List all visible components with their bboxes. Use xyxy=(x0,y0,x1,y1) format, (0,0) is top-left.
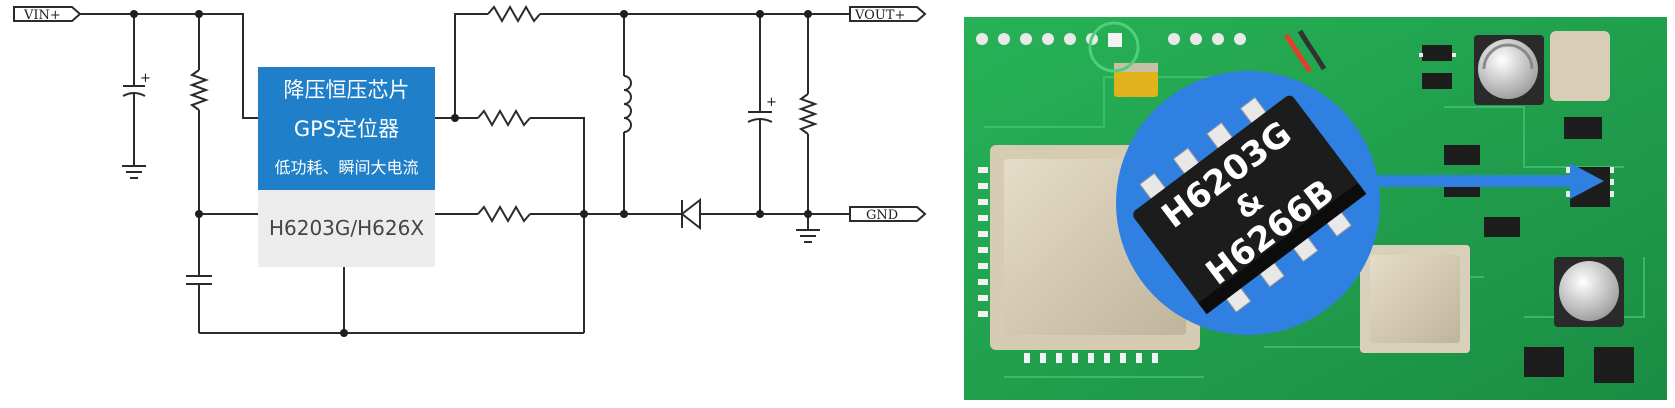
vout-port: VOUT+ xyxy=(849,6,927,23)
chip-subtitle: GPS定位器 xyxy=(293,117,400,141)
input-capacitor: + xyxy=(122,14,151,179)
pointer-arrow xyxy=(1344,163,1604,199)
output-capacitor: + xyxy=(747,14,777,214)
chip-features: 低功耗、瞬间大电流 xyxy=(274,158,419,177)
feedback-resistor-input xyxy=(186,14,212,333)
chip-badge: H6203G & H6266B xyxy=(1116,71,1380,335)
electrolytic-capacitors xyxy=(1474,31,1624,327)
series-resistor-middle xyxy=(477,204,531,224)
secondary-module xyxy=(1360,245,1470,353)
gnd-port: GND xyxy=(849,206,927,223)
via-row xyxy=(976,33,1246,45)
vout-label: VOUT+ xyxy=(854,8,905,23)
output-resistor xyxy=(796,14,820,243)
series-resistor-upper xyxy=(477,108,531,128)
schottky-diode xyxy=(680,197,701,231)
vin-rail xyxy=(80,13,258,119)
svg-text:+: + xyxy=(140,71,151,86)
chip-part-number: H6203G/H626X xyxy=(258,190,435,267)
gnd-label: GND xyxy=(866,208,898,223)
inductor xyxy=(623,14,632,214)
converter-chip-block: 降压恒压芯片 GPS定位器 低功耗、瞬间大电流 H6203G/H626X xyxy=(258,67,435,267)
circuit-schematic: VIN+ + GND VO xyxy=(13,4,927,337)
svg-text:+: + xyxy=(766,95,777,110)
chip-description-panel: 降压恒压芯片 GPS定位器 低功耗、瞬间大电流 xyxy=(258,67,435,190)
junction-dots xyxy=(130,10,812,337)
chip-title: 降压恒压芯片 xyxy=(283,78,410,102)
pcb-illustration: H6203G & H6266B xyxy=(964,17,1667,400)
pcb-photo: H6203G & H6266B xyxy=(964,17,1667,400)
top-resistor xyxy=(487,4,541,24)
sw-node xyxy=(435,13,488,119)
vin-label: VIN+ xyxy=(23,8,61,23)
vin-port: VIN+ xyxy=(13,6,82,23)
